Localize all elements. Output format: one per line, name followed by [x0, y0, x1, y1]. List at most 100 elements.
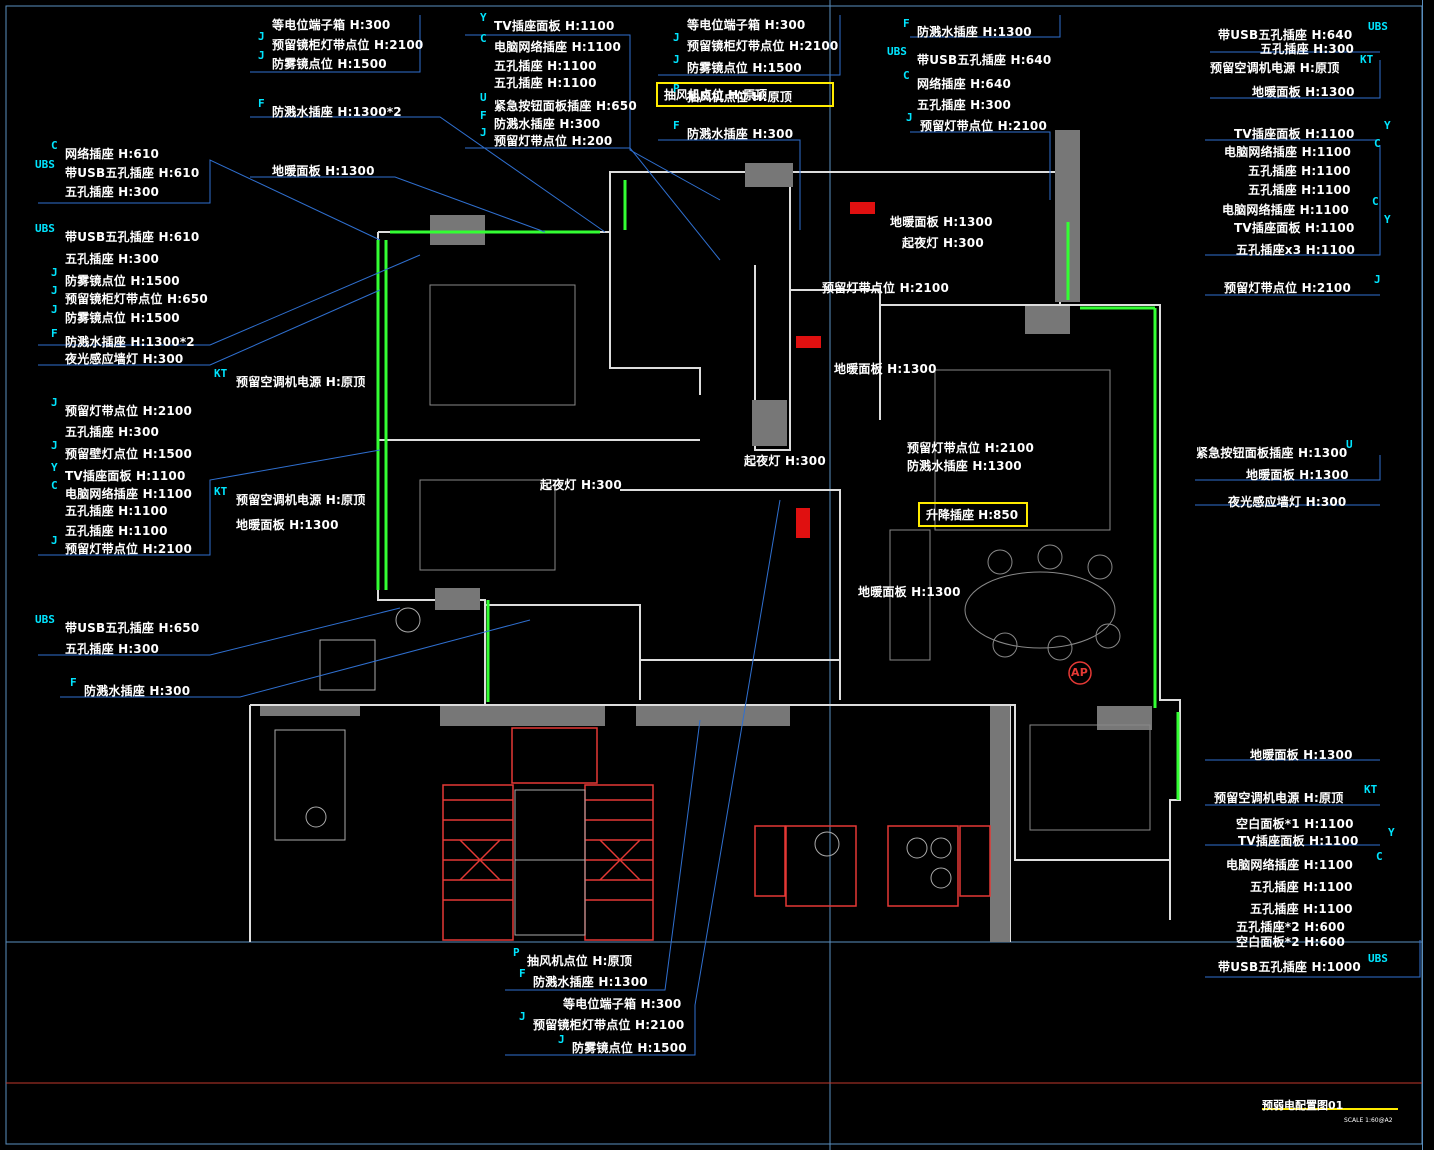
symbol-icon: J	[673, 53, 680, 66]
labels-left-item: 防雾镜点位 H:1500	[65, 311, 180, 325]
labels-top-item: TV插座面板 H:1100	[494, 19, 615, 33]
symbol-icon: F	[70, 676, 77, 689]
labels-left-item: 防溅水插座 H:1300*2	[65, 335, 195, 349]
labels-right-item: 电脑网络插座 H:1100	[1224, 145, 1352, 159]
labels-top-item: 防溅水插座 H:1300	[917, 25, 1032, 39]
symbol-icon: C	[903, 69, 910, 82]
labels-inner-item: 起夜灯 H:300	[744, 454, 826, 468]
symbol-icon: KT	[214, 367, 228, 380]
labels-top-item: 防溅水插座 H:300	[494, 117, 601, 131]
labels-left-item: 预留空调机电源 H:原顶	[236, 375, 366, 389]
symbol-icon: J	[258, 49, 265, 62]
symbol-icon: UBS	[1368, 20, 1388, 33]
labels-top-item: 五孔插座 H:1100	[494, 76, 597, 90]
labels-left-item: 防雾镜点位 H:1500	[65, 274, 180, 288]
symbol-icon: J	[519, 1010, 526, 1023]
symbol-icon: UBS	[35, 613, 55, 626]
labels-inner-item: 地暖面板 H:1300	[858, 585, 961, 599]
labels-right-item: TV插座面板 H:1100	[1238, 834, 1359, 848]
symbol-icon: J	[51, 303, 58, 316]
labels-right-item: 夜光感应墙灯 H:300	[1228, 495, 1347, 509]
ap-marker	[1068, 661, 1092, 685]
labels-right-item: 地暖面板 H:1300	[1250, 748, 1353, 762]
labels-top-item: 预留灯带点位 H:2100	[920, 119, 1048, 133]
symbol-icon: F	[903, 17, 910, 30]
labels-right-item: 五孔插座 H:1100	[1248, 183, 1351, 197]
labels-inner-item: 防溅水插座 H:1300	[907, 459, 1022, 473]
symbol-icon: Y	[1384, 119, 1391, 132]
labels-right-item: 带USB五孔插座 H:1000	[1218, 960, 1361, 974]
labels-right-item: 五孔插座 H:1100	[1248, 164, 1351, 178]
symbol-icon: P	[513, 946, 520, 959]
labels-right-item: 空白面板*2 H:600	[1236, 935, 1346, 949]
symbol-icon: J	[258, 30, 265, 43]
symbol-icon: KT	[214, 485, 228, 498]
labels-top-item: 抽风机点位 H:原顶	[687, 90, 793, 104]
title-block-strip	[1422, 0, 1434, 1150]
symbol-icon: U	[1346, 438, 1353, 451]
labels-right-item: 空白面板*1 H:1100	[1236, 817, 1354, 831]
symbol-icon: UBS	[1368, 952, 1388, 965]
labels-right-item: 五孔插座 H:1100	[1250, 902, 1353, 916]
labels-right-item: 五孔插座*2 H:600	[1236, 920, 1346, 934]
symbol-icon: J	[1374, 273, 1381, 286]
symbol-icon: U	[480, 91, 487, 104]
labels-left-item: 带USB五孔插座 H:610	[65, 230, 200, 244]
labels-inner-item: 地暖面板 H:1300	[890, 215, 993, 229]
lift-socket-label: 升降插座 H:850	[918, 502, 1028, 527]
labels-left-item: 预留镜柜灯带点位 H:650	[65, 292, 208, 306]
labels-right-item: 五孔插座 H:1100	[1250, 880, 1353, 894]
ap-label: AP	[1071, 666, 1088, 679]
symbol-icon: J	[51, 439, 58, 452]
labels-left-item: 预留壁灯点位 H:1500	[65, 447, 193, 461]
labels-bottom-item: 预留镜柜灯带点位 H:2100	[533, 1018, 685, 1032]
labels-bottom-item: 抽风机点位 H:原顶	[527, 954, 633, 968]
labels-left-item: 带USB五孔插座 H:610	[65, 166, 200, 180]
labels-right-item: 电脑网络插座 H:1100	[1226, 858, 1354, 872]
labels-left-item: 地暖面板 H:1300	[272, 164, 375, 178]
labels-left-item: 五孔插座 H:300	[65, 425, 160, 439]
labels-left-item: 五孔插座 H:300	[65, 252, 160, 266]
symbol-icon: F	[258, 97, 265, 110]
labels-left-item: 预留空调机电源 H:原顶	[236, 493, 366, 507]
symbol-icon: UBS	[35, 222, 55, 235]
labels-top-item: 紧急按钮面板插座 H:650	[494, 99, 637, 113]
labels-left-item: 五孔插座 H:1100	[65, 524, 168, 538]
symbol-icon: J	[51, 266, 58, 279]
labels-bottom-item: 防雾镜点位 H:1500	[572, 1041, 687, 1055]
exhaust-fan-label: 抽风机点位 H:原顶	[656, 82, 834, 107]
labels-left-item: 五孔插座 H:1100	[65, 504, 168, 518]
labels-inner-item: 地暖面板 H:1300	[834, 362, 937, 376]
symbol-icon: Y	[1384, 213, 1391, 226]
labels-left-item: 网络插座 H:610	[65, 147, 160, 161]
labels-left-item: 防溅水插座 H:1300*2	[272, 105, 402, 119]
labels-right-item: 五孔插座x3 H:1100	[1236, 243, 1356, 257]
symbol-icon: C	[51, 479, 58, 492]
labels-left-item: 等电位端子箱 H:300	[272, 18, 391, 32]
symbol-icon: C	[1372, 195, 1379, 208]
symbol-icon: Y	[1388, 826, 1395, 839]
labels-right-item: TV插座面板 H:1100	[1234, 221, 1355, 235]
labels-left-item: 地暖面板 H:1300	[236, 518, 339, 532]
symbol-icon: KT	[1364, 783, 1378, 796]
symbol-icon: J	[673, 31, 680, 44]
labels-top-item: 网络插座 H:640	[917, 77, 1012, 91]
symbol-icon: C	[480, 32, 487, 45]
labels-inner-item: 预留灯带点位 H:2100	[907, 441, 1035, 455]
symbol-icon: P	[673, 82, 680, 95]
labels-left-item: 预留镜柜灯带点位 H:2100	[272, 38, 424, 52]
labels-top-item: 预留镜柜灯带点位 H:2100	[687, 39, 839, 53]
symbol-icon: F	[480, 109, 487, 122]
symbol-icon: KT	[1360, 53, 1374, 66]
labels-right-item: 带USB五孔插座 H:640	[1218, 28, 1353, 42]
symbol-icon: J	[51, 534, 58, 547]
labels-left-item: 预留灯带点位 H:2100	[65, 404, 193, 418]
labels-right-item: 紧急按钮面板插座 H:1300	[1196, 446, 1348, 460]
symbol-icon: C	[1374, 137, 1381, 150]
labels-left-item: 五孔插座 H:300	[65, 185, 160, 199]
labels-inner-item: 起夜灯 H:300	[902, 236, 984, 250]
labels-left-item: 电脑网络插座 H:1100	[65, 487, 193, 501]
drawing-title: 预弱电配置图01	[1262, 1099, 1344, 1112]
labels-top-item: 带USB五孔插座 H:640	[917, 53, 1052, 67]
drawing-scale: SCALE 1:60@A2	[1344, 1117, 1393, 1124]
